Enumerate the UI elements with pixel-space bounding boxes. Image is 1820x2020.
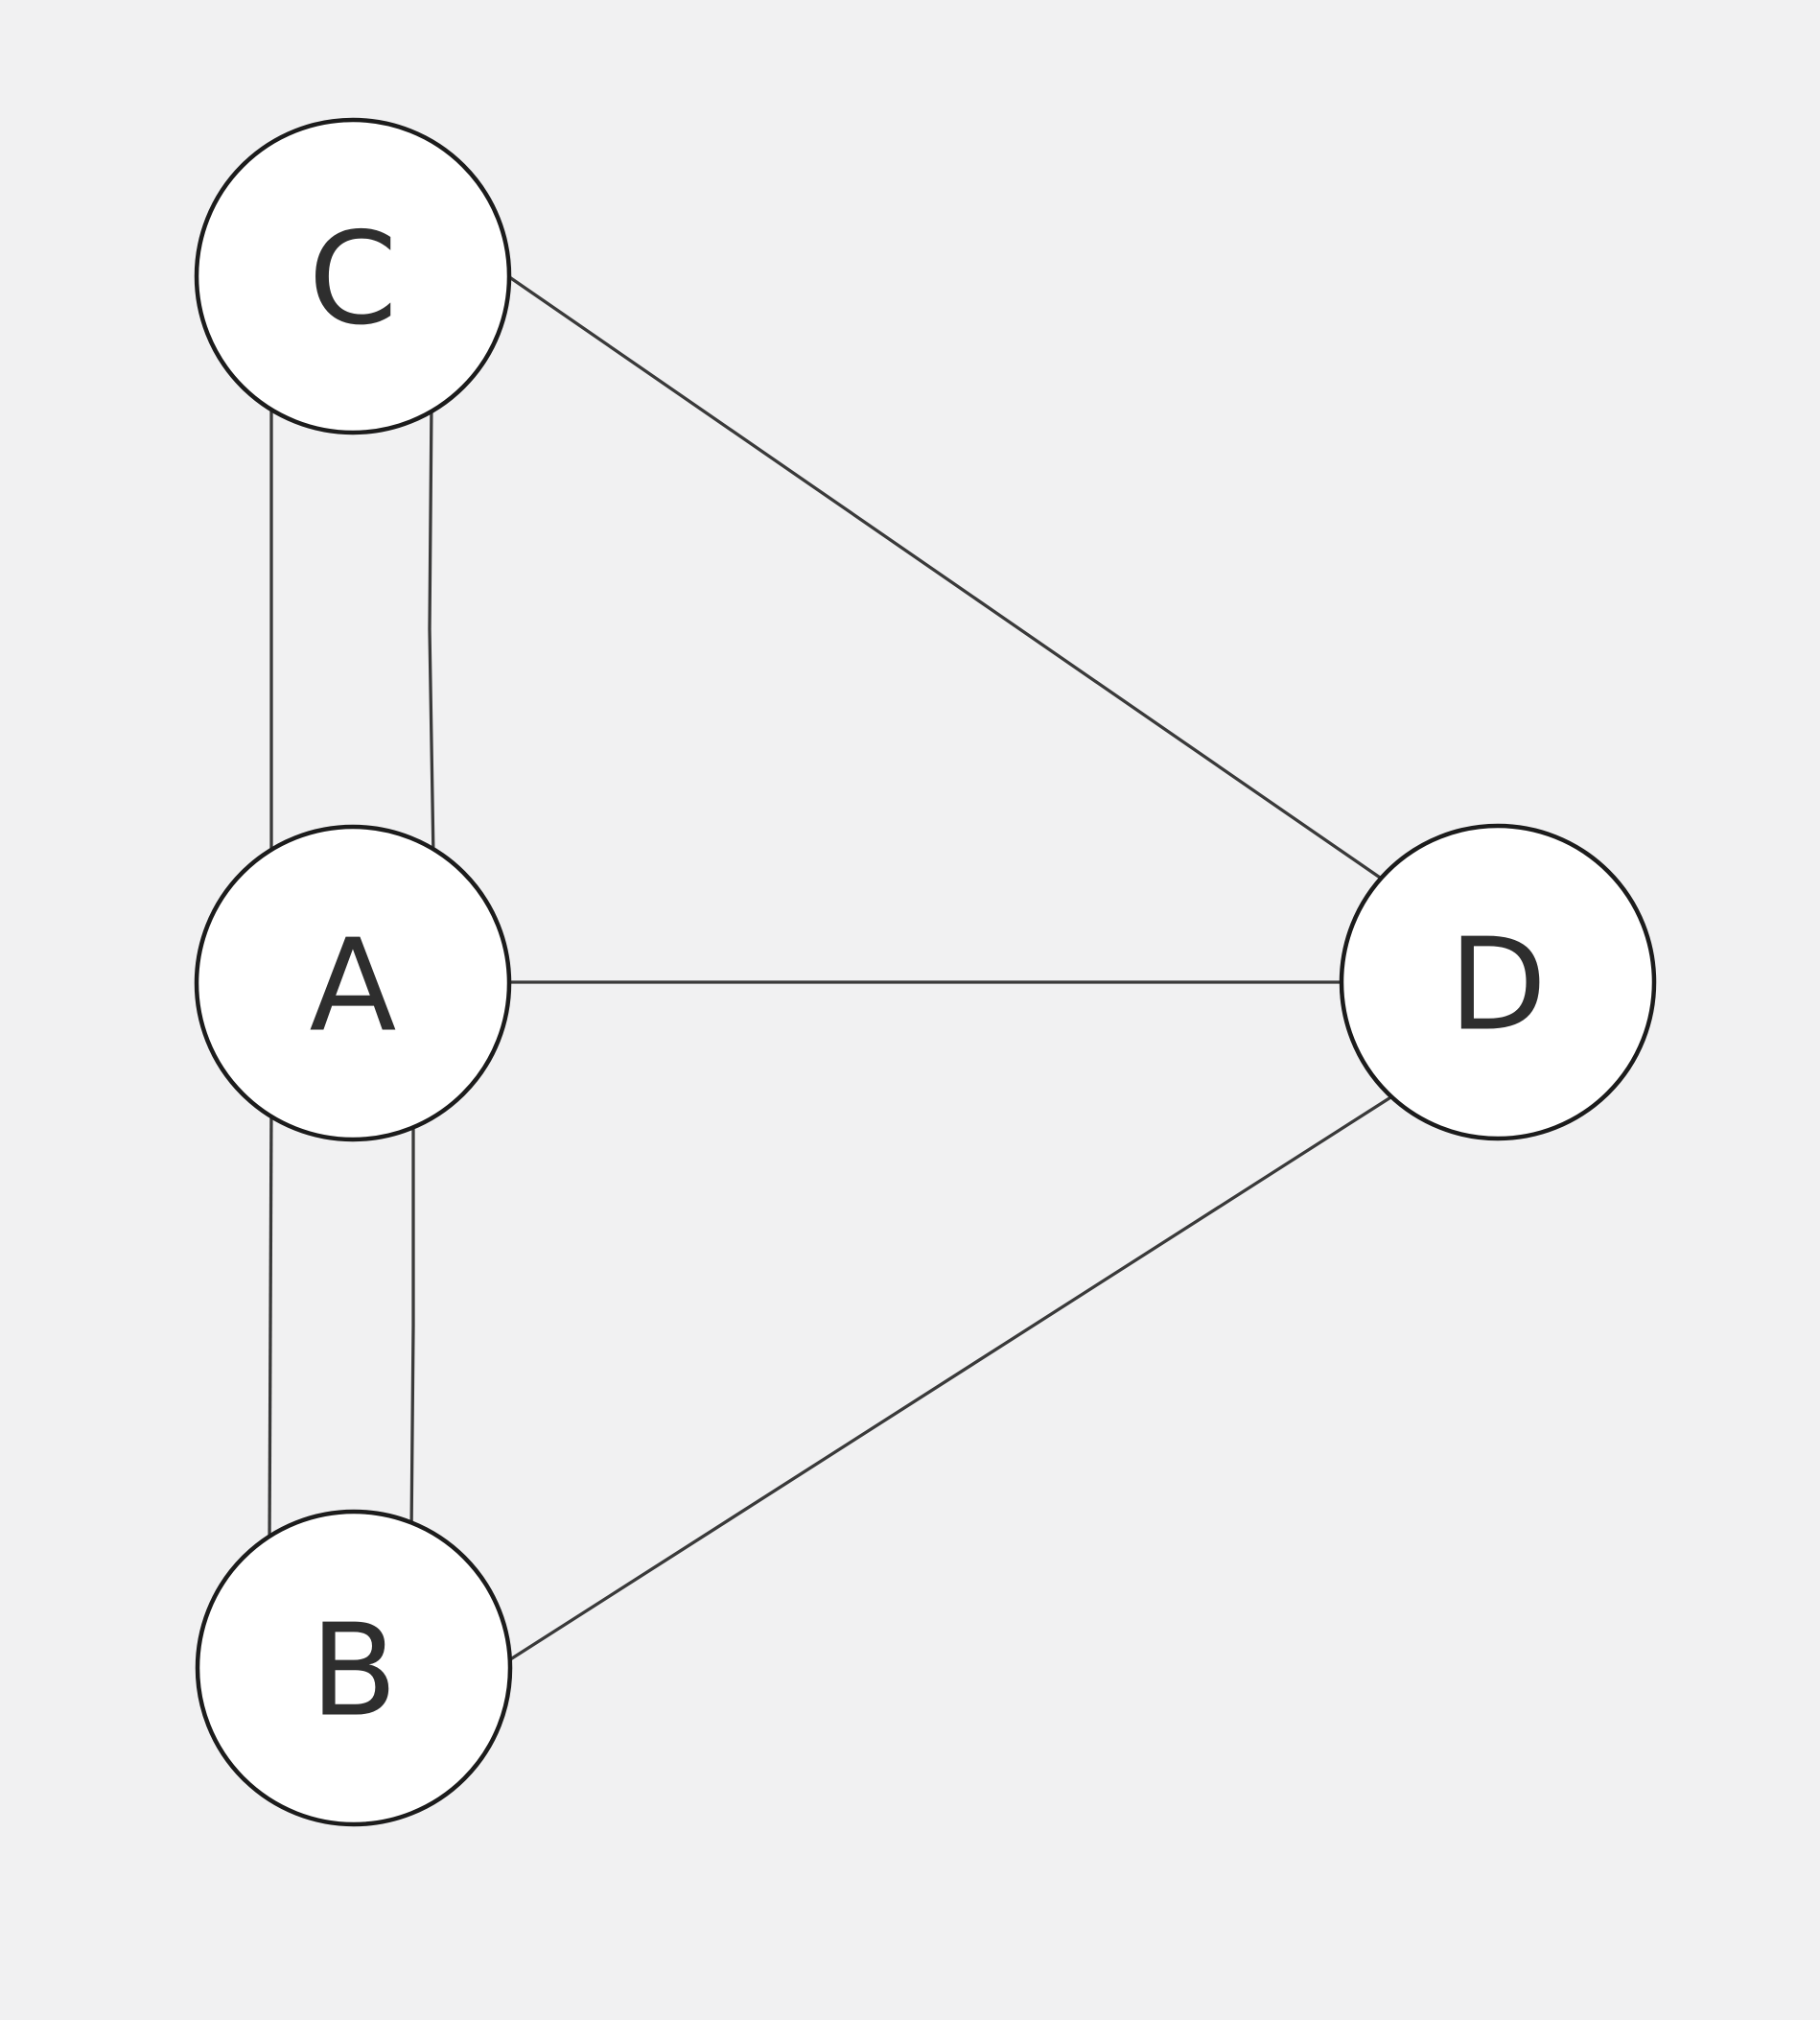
graph-node-D: D [1339, 823, 1657, 1141]
node-label-D: D [1449, 912, 1547, 1060]
node-circle-D [1339, 823, 1657, 1141]
edge-C-A-right [428, 402, 435, 859]
graph-node-A: A [194, 824, 512, 1142]
edge-B-D [503, 1094, 1393, 1665]
node-circle-B [195, 1509, 513, 1827]
node-label-C: C [309, 206, 398, 354]
edge-C-D [504, 272, 1387, 883]
edges-layer [268, 272, 1393, 1665]
node-label-A: A [310, 913, 397, 1061]
edge-A-B-left [268, 1102, 273, 1545]
edge-A-B-right [409, 1117, 415, 1536]
graph-node-C: C [194, 117, 512, 435]
graph-node-B: B [195, 1509, 513, 1827]
node-label-B: B [310, 1598, 397, 1746]
node-circle-A [194, 824, 512, 1142]
node-circle-C [194, 117, 512, 435]
nodes-layer: C A B D [194, 117, 1657, 1827]
